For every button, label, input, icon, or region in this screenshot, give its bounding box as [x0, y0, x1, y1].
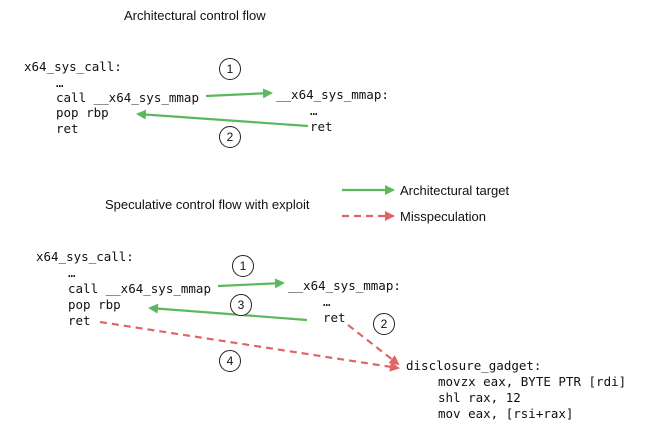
bottom-caller-ellipsis: … — [68, 265, 76, 280]
step-2-marker: 2 — [219, 126, 241, 148]
legend-architectural-label: Architectural target — [400, 183, 510, 198]
top-call-line: call __x64_sys_mmap — [56, 90, 199, 105]
gadget-line-1: movzx eax, BYTE PTR [rdi] — [438, 374, 627, 389]
arrow-bottom-call — [217, 278, 285, 289]
step-2-marker: 2 — [373, 313, 395, 335]
arrow-misspeculate-caller-ret-to-gadget — [99, 320, 400, 372]
speculative-title: Speculative control flow with exploit — [105, 197, 310, 212]
top-callee-label: __x64_sys_mmap: — [276, 87, 389, 102]
top-pop-line: pop rbp — [56, 105, 109, 120]
step-1-marker: 1 — [232, 255, 254, 277]
step-1-marker: 1 — [219, 58, 241, 80]
bottom-caller-label: x64_sys_call: — [36, 249, 134, 264]
gadget-line-2: shl rax, 12 — [438, 390, 521, 405]
bottom-callee-label: __x64_sys_mmap: — [288, 278, 401, 293]
top-callee-ret: ret — [310, 119, 333, 134]
bottom-ret-line: ret — [68, 313, 91, 328]
architectural-title: Architectural control flow — [124, 8, 266, 23]
arrow-bottom-return — [148, 303, 308, 322]
bottom-pop-line: pop rbp — [68, 297, 121, 312]
step-3-marker: 3 — [230, 294, 252, 316]
top-callee-ellipsis: … — [310, 103, 318, 118]
top-caller-label: x64_sys_call: — [24, 59, 122, 74]
arrow-misspeculate-ret-to-gadget — [347, 324, 400, 366]
bottom-call-line: call __x64_sys_mmap — [68, 281, 211, 296]
legend-misspeculation-label: Misspeculation — [400, 209, 486, 224]
bottom-callee-ret: ret — [323, 310, 346, 325]
gadget-line-3: mov eax, [rsi+rax] — [438, 406, 574, 421]
arrow-top-return — [136, 109, 309, 128]
top-ret-line: ret — [56, 121, 79, 136]
gadget-label: disclosure_gadget: — [406, 358, 542, 373]
arrow-top-call — [205, 88, 273, 99]
step-4-marker: 4 — [219, 350, 241, 372]
bottom-callee-ellipsis: … — [323, 294, 331, 309]
top-caller-ellipsis: … — [56, 75, 64, 90]
